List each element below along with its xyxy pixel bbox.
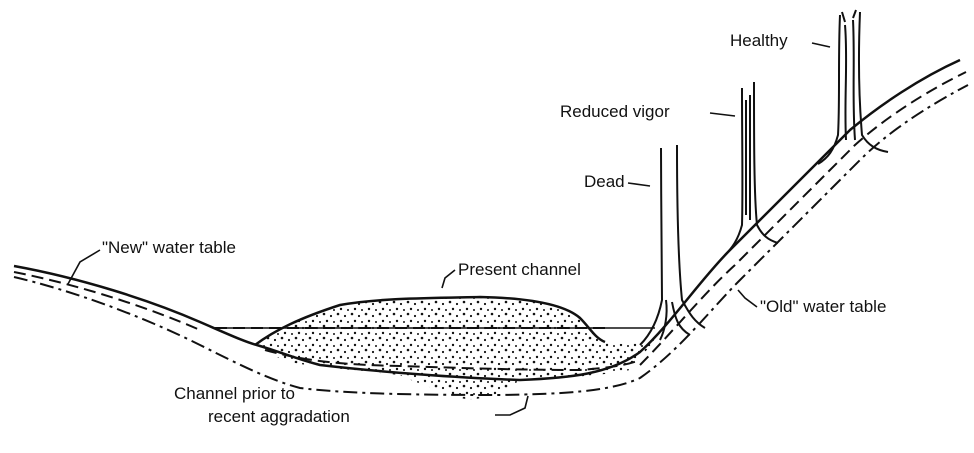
dead-tree: [640, 145, 705, 345]
sediment-fill: [255, 297, 655, 399]
label-dead: Dead: [584, 172, 625, 191]
label-old-water-table: "Old" water table: [760, 297, 886, 316]
label-channel-prior-line2: recent aggradation: [208, 407, 350, 426]
healthy-tree: [818, 10, 888, 164]
label-new-water-table: "New" water table: [102, 238, 236, 257]
label-channel-prior-line1: Channel prior to: [174, 384, 295, 403]
label-reduced-vigor: Reduced vigor: [560, 102, 670, 121]
label-healthy: Healthy: [730, 31, 788, 50]
label-present-channel: Present channel: [458, 260, 581, 279]
